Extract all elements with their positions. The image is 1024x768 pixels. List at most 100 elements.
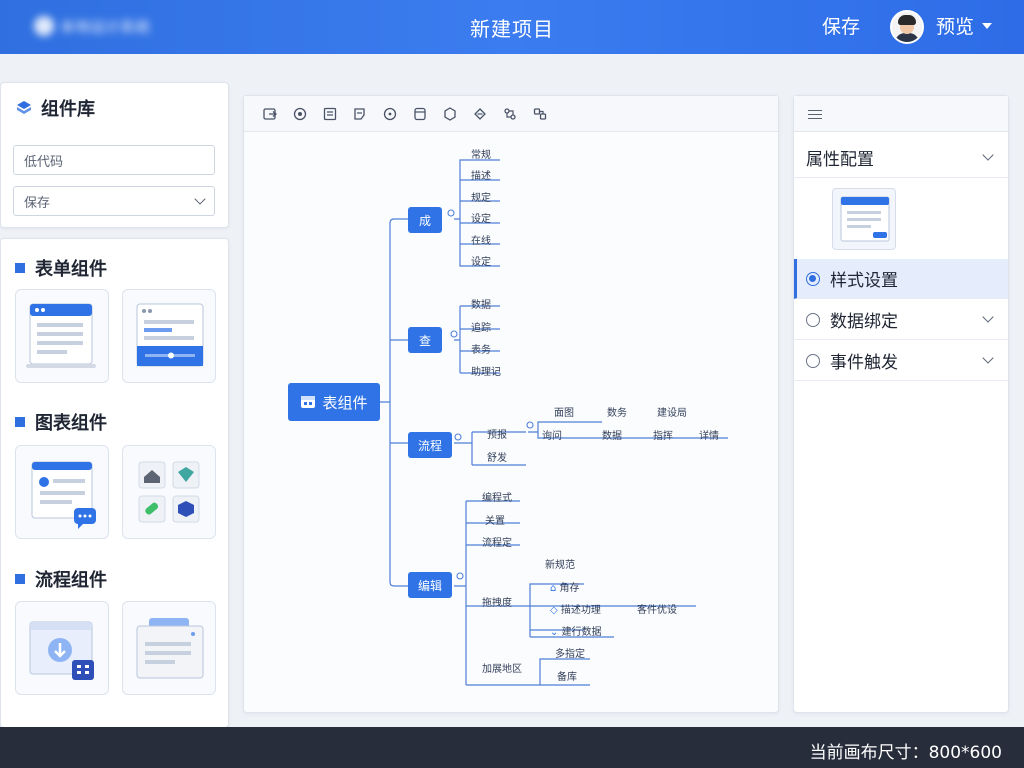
root-label: 表组件: [322, 393, 368, 412]
mindmap-connectors: [380, 159, 728, 686]
mindmap-leaf[interactable]: 多指定: [555, 649, 585, 660]
mindmap-leaf[interactable]: ◇ 描述功理: [550, 604, 601, 618]
mindmap-leaf[interactable]: 新规范: [545, 560, 575, 571]
chevron-down-icon: [982, 352, 994, 364]
status-bar: 当前画布尺寸：800*600: [0, 727, 1024, 768]
mindmap-leaf[interactable]: 设定: [471, 257, 491, 268]
chart-component-card[interactable]: [15, 445, 109, 539]
style-settings-row[interactable]: 样式设置: [794, 259, 1008, 299]
mindmap-branch-node[interactable]: 查: [408, 327, 442, 353]
square-icon: [15, 263, 25, 273]
chevron-down-icon: [194, 193, 206, 205]
mindmap-leaf[interactable]: 面图: [554, 408, 574, 419]
mindmap-leaf[interactable]: 客件优设: [637, 605, 677, 616]
mindmap-leaf[interactable]: 编程式: [482, 493, 512, 504]
target-icon[interactable]: [292, 106, 308, 122]
mindmap-leaf[interactable]: 数务: [607, 408, 627, 419]
flow-component-card[interactable]: [15, 601, 109, 695]
group-icon[interactable]: [532, 106, 548, 122]
mindmap-branch-node[interactable]: 成: [408, 207, 442, 233]
section-flow-components: 流程组件: [15, 566, 107, 592]
mindmap-leaf[interactable]: 建设局: [657, 408, 687, 419]
table-icon[interactable]: [322, 106, 338, 122]
caret-down-icon: [982, 22, 993, 29]
design-canvas[interactable]: 表组件 成 常规 描述 规定 设定 在线 设定 查 数据 追踪 表务 助理记 流…: [243, 95, 779, 713]
component-icon: [301, 396, 316, 408]
section-label: 图表组件: [35, 413, 107, 434]
app-logo[interactable]: 本地设计系统: [34, 16, 174, 36]
event-trigger-row[interactable]: 事件触发: [794, 341, 1008, 381]
hexagon-icon[interactable]: [442, 106, 458, 122]
mindmap-leaf[interactable]: 表务: [471, 345, 491, 356]
mindmap-leaf[interactable]: ⌄ 建行数据: [550, 626, 602, 640]
mindmap-leaf[interactable]: 描述: [471, 171, 491, 182]
avatar[interactable]: [890, 10, 924, 44]
radio-icon: [806, 353, 820, 368]
mindmap-leaf[interactable]: 舒发: [487, 453, 507, 464]
form-component-card[interactable]: [15, 289, 109, 383]
chart-window-icon: [31, 461, 96, 529]
section-label: 流程组件: [35, 570, 107, 591]
mindmap-branch-node[interactable]: 编辑: [408, 572, 452, 598]
mindmap-leaf[interactable]: 助理记: [471, 367, 501, 378]
mindmap-leaf[interactable]: 关置: [485, 516, 505, 527]
component-library-body: 表单组件 图表组件: [0, 238, 229, 728]
menu-icon[interactable]: [808, 110, 822, 119]
export-icon[interactable]: [262, 106, 278, 122]
leaf-text: 描述功理: [560, 605, 601, 616]
chevron-small-icon: ⌄: [550, 627, 559, 638]
row-label: 数据绑定: [830, 312, 898, 332]
database-icon[interactable]: [412, 106, 428, 122]
square-icon: [15, 417, 25, 427]
mindmap-leaf[interactable]: 追踪: [471, 323, 491, 334]
preview-label: 预览: [936, 16, 975, 38]
mindmap-leaf[interactable]: 数据: [602, 431, 622, 442]
mindmap-leaf[interactable]: 询问: [542, 431, 562, 442]
library-filter-select[interactable]: 保存: [13, 186, 215, 216]
leaf-text: 建行数据: [561, 627, 602, 638]
cube-icon: [17, 101, 31, 114]
square-icon: [15, 574, 25, 584]
radio-icon: [806, 312, 820, 327]
form-slider-icon: [136, 303, 204, 367]
mindmap-branch-node[interactable]: 流程: [408, 432, 452, 458]
data-binding-row[interactable]: 数据绑定: [794, 300, 1008, 340]
mindmap-leaf[interactable]: 流程定: [482, 538, 512, 549]
save-button[interactable]: 保存: [822, 12, 860, 39]
leaf-text: 角存: [559, 583, 580, 594]
mindmap-leaf[interactable]: 设定: [471, 214, 491, 225]
library-title: 组件库: [15, 95, 95, 121]
form-component-card[interactable]: [122, 289, 216, 383]
properties-panel: 属性配置 样式设置 数据绑定 事件触发: [793, 95, 1009, 713]
mindmap-leaf[interactable]: 在线: [471, 236, 491, 247]
flow-component-card[interactable]: [122, 601, 216, 695]
circle-dot-icon[interactable]: [382, 106, 398, 122]
mindmap-root-node[interactable]: 表组件: [288, 383, 380, 421]
mindmap-leaf[interactable]: 详情: [699, 431, 719, 442]
library-search-input[interactable]: [13, 145, 215, 175]
section-label: 表单组件: [35, 259, 107, 280]
mindmap-leaf[interactable]: 备库: [557, 672, 577, 683]
properties-config-header[interactable]: 属性配置: [794, 138, 1008, 178]
mindmap-leaf[interactable]: 常规: [471, 150, 491, 161]
diamond-icon[interactable]: [472, 106, 488, 122]
chart-component-card[interactable]: [122, 445, 216, 539]
chart-tiles-icon: [138, 461, 200, 523]
mindmap-leaf[interactable]: 规定: [471, 193, 491, 204]
mindmap-leaf[interactable]: 数据: [471, 300, 491, 311]
edit-icon[interactable]: [352, 106, 368, 122]
radio-selected-icon: [806, 271, 820, 286]
diamond-small-icon: ◇: [550, 605, 558, 616]
mindmap-leaf[interactable]: ⌂ 角存: [550, 582, 580, 596]
connect-icon[interactable]: [502, 106, 518, 122]
mindmap-leaf[interactable]: 预报: [487, 430, 507, 441]
row-label: 事件触发: [830, 353, 898, 373]
row-label: 样式设置: [830, 271, 898, 291]
mindmap-leaf[interactable]: 指挥: [653, 431, 673, 442]
properties-toolbar: [794, 96, 1008, 132]
preview-dropdown[interactable]: 预览: [936, 12, 993, 39]
mindmap-leaf[interactable]: 加展地区: [482, 664, 522, 675]
component-preview-thumbnail: [832, 188, 896, 250]
logo-text: 本地设计系统: [60, 17, 151, 36]
mindmap-leaf[interactable]: 拖拽度: [482, 598, 512, 609]
